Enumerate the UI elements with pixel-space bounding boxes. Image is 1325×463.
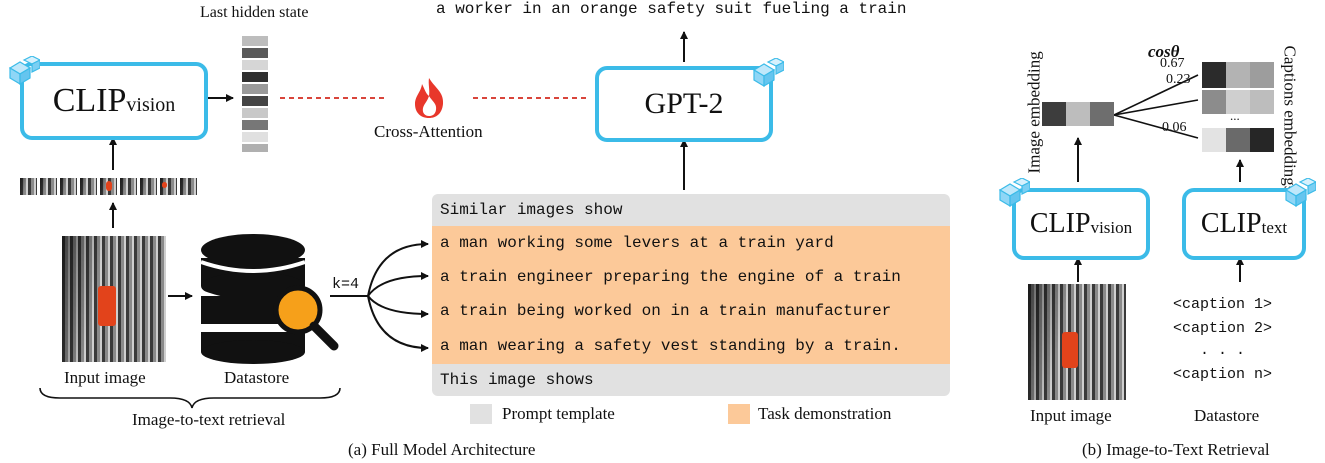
clip-vision-sub-a: vision xyxy=(126,93,176,116)
caption-list-ellipsis: . . . xyxy=(1199,342,1245,359)
input-image-b xyxy=(1028,284,1126,400)
prompt-header: Similar images show xyxy=(432,194,950,226)
legend-swatch-template xyxy=(470,404,492,424)
prompt-footer: This image shows xyxy=(432,364,950,396)
ice-cube-icon xyxy=(1284,178,1316,208)
embedding-ellipsis: ... xyxy=(1230,108,1240,123)
caption-b: (b) Image-to-Text Retrieval xyxy=(1082,440,1270,459)
clip-vision-main-b: CLIP xyxy=(1029,208,1091,239)
ice-cube-icon xyxy=(8,56,40,86)
generated-caption: a worker in an orange safety suit fuelin… xyxy=(436,0,907,18)
demo-caption-3: a train being worked on in a train manuf… xyxy=(432,294,950,328)
score-1: 0.67 xyxy=(1160,56,1185,71)
clip-text-main: CLIP xyxy=(1200,208,1262,239)
database-icon xyxy=(200,234,306,364)
fan-1 xyxy=(367,240,429,297)
caption-a: (a) Full Model Architecture xyxy=(348,440,536,459)
demo-caption-4: a man wearing a safety vest standing by … xyxy=(432,328,950,364)
ice-cube-icon xyxy=(752,58,784,88)
caption-list-item-2: <caption 2> xyxy=(1172,320,1273,337)
input-image-label-a: Input image xyxy=(64,368,146,387)
datastore-label-b: Datastore xyxy=(1194,406,1260,425)
retrieval-brace xyxy=(39,387,341,409)
k-label: k=4 xyxy=(332,276,360,293)
captions-embeddings-label: Captions embeddings xyxy=(1280,45,1300,193)
gpt2-label: GPT-2 xyxy=(644,87,724,120)
clip-text-sub: text xyxy=(1261,217,1288,237)
retrieval-label: Image-to-text retrieval xyxy=(132,410,286,429)
similarity-line-2 xyxy=(1113,99,1199,116)
datastore-label-a: Datastore xyxy=(224,368,290,387)
image-embedding-label: Image embedding xyxy=(1024,51,1044,174)
caption-list-item-1: <caption 1> xyxy=(1172,296,1273,313)
cos-theta-label: cosθ xyxy=(1148,42,1180,61)
similarity-line-1 xyxy=(1113,74,1199,116)
ice-cube-icon xyxy=(998,178,1030,208)
cross-attention-label: Cross-Attention xyxy=(374,122,483,141)
last-hidden-state-label: Last hidden state xyxy=(200,4,309,21)
input-image-a xyxy=(62,236,166,362)
legend-template-label: Prompt template xyxy=(502,404,615,423)
magnifier-icon xyxy=(273,285,339,351)
clip-vision-main-a: CLIP xyxy=(52,82,127,119)
similarity-line-3 xyxy=(1113,114,1199,139)
legend-swatch-demonstration xyxy=(728,404,750,424)
score-3: 0.06 xyxy=(1162,120,1187,135)
demo-caption-1: a man working some levers at a train yar… xyxy=(432,226,950,260)
demo-caption-2: a train engineer preparing the engine of… xyxy=(432,260,950,294)
score-2: 0.23 xyxy=(1166,72,1191,87)
gpt2-box: GPT-2 xyxy=(595,66,773,142)
fan-4 xyxy=(367,295,429,352)
input-image-label-b: Input image xyxy=(1030,406,1112,425)
clip-vision-sub-b: vision xyxy=(1090,217,1133,237)
legend-demonstration-label: Task demonstration xyxy=(758,404,892,423)
fan-3 xyxy=(367,295,429,318)
fire-icon xyxy=(415,78,444,118)
fan-2 xyxy=(367,272,429,297)
caption-list-item-n: <caption n> xyxy=(1172,366,1273,383)
